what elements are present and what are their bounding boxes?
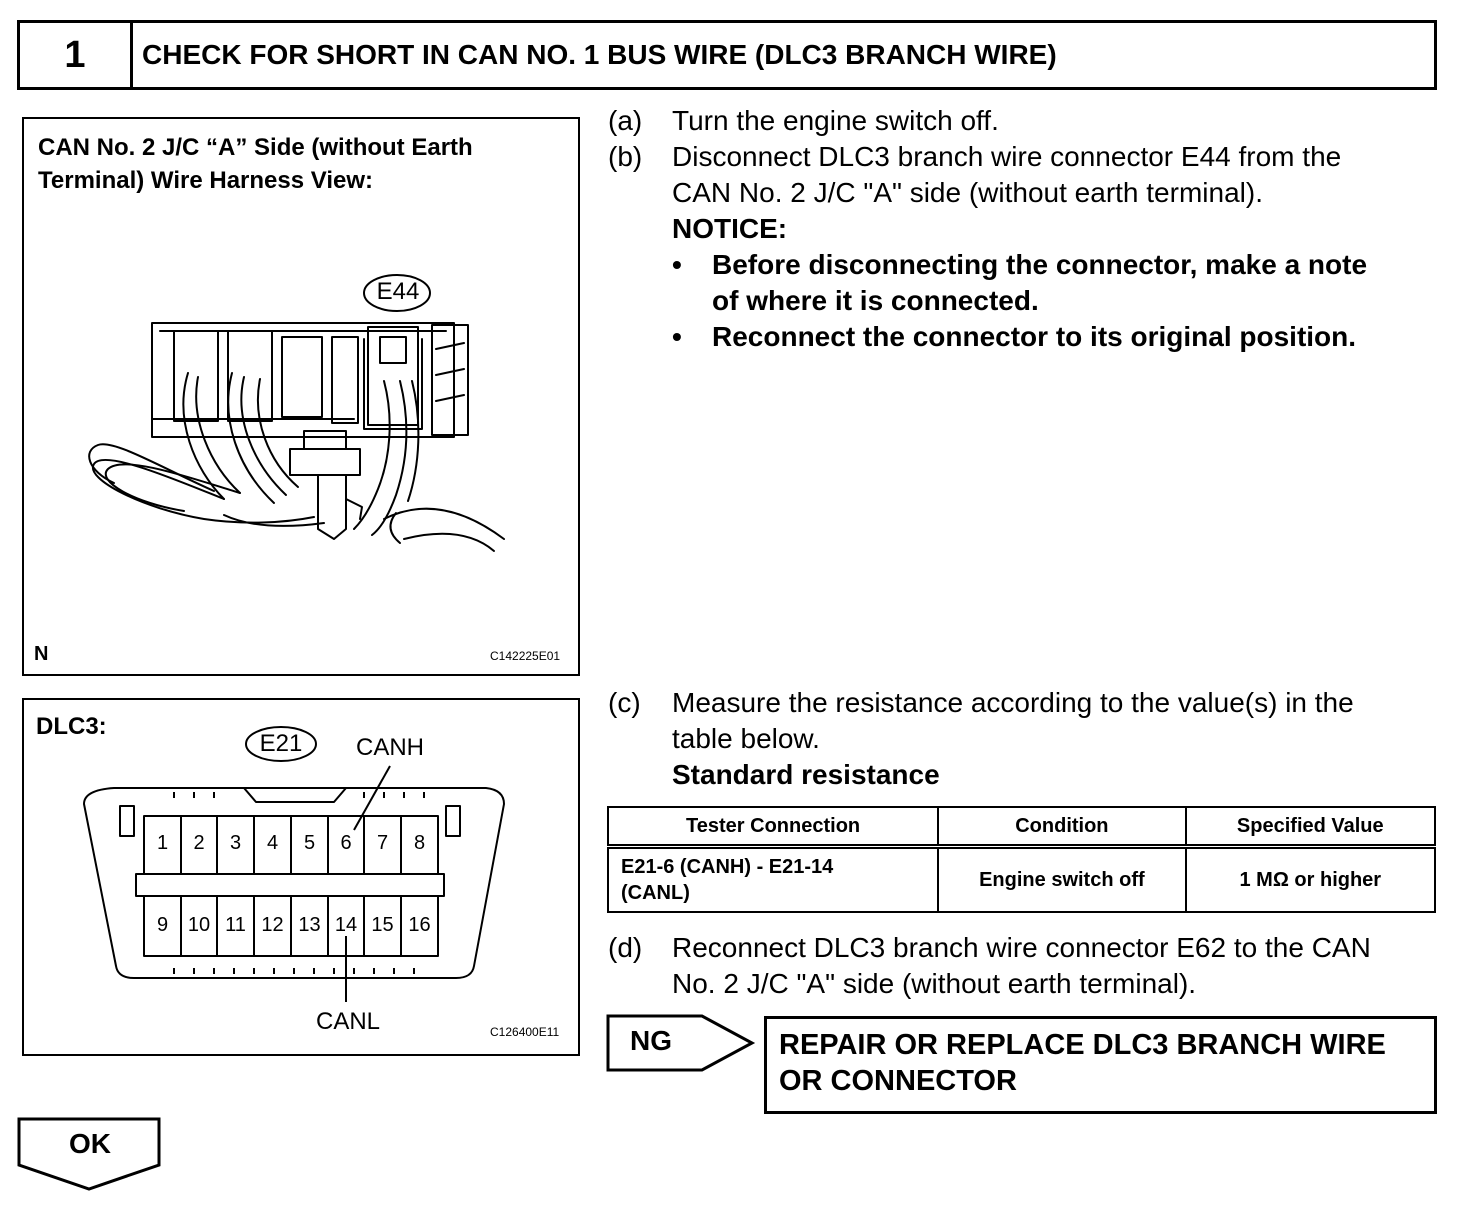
step-c-line2: table below. — [672, 723, 820, 754]
table-header-cell: Condition — [937, 806, 1187, 848]
table-header-cell: Specified Value — [1184, 806, 1437, 848]
table-cell-connection: E21-6 (CANH) - E21-14 (CANL) — [606, 844, 940, 913]
table-cell-value: 1 MΩ or higher — [1184, 844, 1437, 913]
dlc3-illustration — [83, 726, 505, 1002]
harness-figure-title-line2: Terminal) Wire Harness View: — [38, 167, 374, 194]
canh-label: CANH — [356, 734, 425, 761]
figure-code: C142225E01 — [490, 649, 561, 663]
canh-leader-line — [353, 765, 391, 831]
harness-figure-title-line1: CAN No. 2 J/C “A” Side (without Earth — [38, 134, 473, 161]
notice-bullet: • Reconnect the connector to its origina… — [672, 319, 1462, 355]
pin-number: 13 — [298, 914, 321, 936]
step-b-label: (b) — [608, 141, 643, 172]
dlc3-figure: DLC3: E21 CANH CANL 1 — [22, 698, 580, 1056]
pin-number: 16 — [408, 914, 431, 936]
step-b-line1: Disconnect DLC3 branch wire connector E4… — [672, 141, 1342, 172]
pin-number: 11 — [225, 914, 246, 936]
pin-number: 14 — [334, 914, 358, 936]
step-d-body: Reconnect DLC3 branch wire connector E62… — [672, 930, 1462, 1002]
pin-number: 2 — [193, 832, 205, 854]
pin-number: 1 — [156, 832, 169, 854]
figure-corner-mark: N — [34, 643, 49, 665]
connector-e21-label: E21 — [259, 730, 303, 757]
pin-number: 5 — [303, 832, 316, 854]
ng-result-line1: REPAIR OR REPLACE DLC3 BRANCH WIRE — [779, 1029, 1386, 1061]
connector-e44-label: E44 — [376, 278, 420, 305]
ng-arrow — [606, 1014, 756, 1072]
ng-label: NG — [630, 1025, 672, 1056]
pin-number: 3 — [229, 832, 242, 854]
notice-heading: NOTICE: — [672, 213, 788, 244]
step-d-line2: No. 2 J/C "A" side (without earth termin… — [672, 968, 1197, 999]
ng-result-box: REPAIR OR REPLACE DLC3 BRANCH WIRE OR CO… — [764, 1016, 1437, 1114]
pin-number: 10 — [187, 914, 211, 936]
step-d-line1: Reconnect DLC3 branch wire connector E62… — [672, 932, 1371, 963]
harness-illustration — [88, 274, 505, 552]
table-header-cell: Tester Connection — [606, 806, 940, 848]
step-b-line2: CAN No. 2 J/C "A" side (without earth te… — [672, 177, 1263, 208]
pin-number: 12 — [261, 914, 284, 936]
pin-number: 8 — [413, 832, 426, 854]
step-title: CHECK FOR SHORT IN CAN NO. 1 BUS WIRE (D… — [142, 39, 1057, 70]
ok-label: OK — [69, 1128, 111, 1159]
bullet-mark: • — [672, 249, 682, 280]
step-d-label: (d) — [608, 932, 643, 963]
pin-number: 6 — [340, 832, 352, 854]
figure-code: C126400E11 — [490, 1025, 560, 1039]
table-header-row: Tester Connection Condition Specified Va… — [606, 806, 1437, 848]
table-row: E21-6 (CANH) - E21-14 (CANL) Engine swit… — [606, 844, 1437, 913]
ng-result-text: REPAIR OR REPLACE DLC3 BRANCH WIRE OR CO… — [779, 1027, 1429, 1099]
dlc3-figure-title: DLC3: — [36, 713, 107, 740]
connector-e21-ellipse — [245, 726, 317, 762]
pin-number: 4 — [266, 832, 279, 854]
resistance-table: Tester Connection Condition Specified Va… — [606, 806, 1437, 913]
connector-e44-ellipse — [363, 274, 431, 312]
step-c-label: (c) — [608, 687, 641, 718]
notice-bullet1-line2: of where it is connected. — [712, 285, 1039, 316]
step-header: 1 CHECK FOR SHORT IN CAN NO. 1 BUS WIRE … — [17, 20, 1437, 90]
step-c-body: Measure the resistance according to the … — [672, 685, 1462, 793]
step-a-label: (a) — [608, 105, 643, 136]
bullet-mark: • — [672, 321, 682, 352]
table-cell-condition: Engine switch off — [937, 844, 1187, 913]
pin-number: 9 — [156, 914, 169, 936]
ok-arrow — [17, 1117, 161, 1191]
pin-number: 15 — [371, 914, 394, 936]
canl-label: CANL — [316, 1008, 381, 1035]
step-a-text: Turn the engine switch off. — [672, 105, 999, 136]
step-number: 1 — [20, 23, 133, 87]
step-c-line1: Measure the resistance according to the … — [672, 687, 1354, 718]
pin-number: 7 — [376, 832, 389, 854]
ng-result-line2: OR CONNECTOR — [779, 1065, 1017, 1097]
harness-figure: CAN No. 2 J/C “A” Side (without Earth Te… — [22, 117, 580, 676]
notice-bullet1-line1: Before disconnecting the connector, make… — [712, 249, 1368, 280]
step-b-body: Disconnect DLC3 branch wire connector E4… — [672, 139, 1462, 355]
notice-bullet2: Reconnect the connector to its original … — [712, 321, 1357, 352]
connection-line1: E21-6 (CANH) - E21-14 — [621, 856, 834, 878]
standard-resistance-heading: Standard resistance — [672, 759, 940, 790]
notice-bullet: • Before disconnecting the connector, ma… — [672, 247, 1462, 319]
connection-line2: (CANL) — [621, 882, 690, 904]
